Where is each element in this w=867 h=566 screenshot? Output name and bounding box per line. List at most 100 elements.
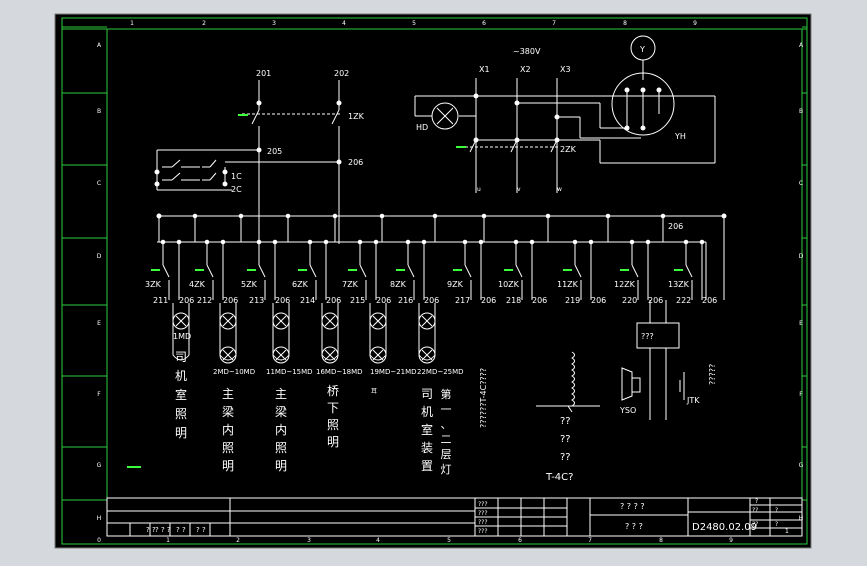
lamp-symbol xyxy=(272,312,290,330)
junction-dot xyxy=(640,87,646,93)
junction-dot xyxy=(529,239,535,245)
caption-char: 明 xyxy=(222,459,234,473)
frame-col-label: 2 xyxy=(202,20,206,27)
branch-number: 222 xyxy=(676,296,691,305)
tb-cell: ??? xyxy=(478,501,488,508)
branch-number: 219 xyxy=(565,296,580,305)
branch-number: 220 xyxy=(622,296,637,305)
caption-char: 明 xyxy=(275,459,287,473)
frame-col-label: 7 xyxy=(588,537,592,544)
caption-char: 灯 xyxy=(441,463,452,476)
branch-number: 206 xyxy=(223,296,238,305)
frame-row-label: A xyxy=(799,42,804,49)
frame-col-label: 0 xyxy=(97,537,101,544)
branch-number: 212 xyxy=(197,296,212,305)
contact-1c: 1C xyxy=(231,172,242,181)
switch-blade xyxy=(464,264,472,278)
t4c-label: T-4C? xyxy=(545,472,573,483)
junction-dot xyxy=(222,169,228,175)
junction-dot xyxy=(473,93,479,99)
tb-cell: ??? xyxy=(478,528,488,535)
branch-number: 206 xyxy=(326,296,341,305)
frame-col-label: 9 xyxy=(729,537,733,544)
junction-dot xyxy=(256,147,262,153)
switch-blade xyxy=(258,264,266,278)
frame-row-label: C xyxy=(799,180,803,187)
frame-row-label: C xyxy=(97,180,101,187)
caption-char: 机 xyxy=(421,405,433,419)
phase-v: v xyxy=(517,186,521,193)
caption-char: 层 xyxy=(441,448,452,461)
caption-char: 装 xyxy=(421,441,433,455)
branch-number: 206 xyxy=(591,296,606,305)
junction-dot xyxy=(605,213,611,219)
caption-char: 明 xyxy=(175,426,187,440)
tb-cell: ? ? ? xyxy=(625,522,643,531)
control-box xyxy=(636,322,680,349)
lamp-symbol xyxy=(219,312,237,330)
q-mark: ?? xyxy=(560,434,571,445)
tb-cell: ? ? ? ? xyxy=(620,502,645,511)
junction-dot xyxy=(192,213,198,219)
junction-dot xyxy=(379,213,385,219)
tb-cell: ??? xyxy=(478,519,488,526)
lamp-label: 2MD~10MD xyxy=(213,368,255,376)
sheet-background xyxy=(54,13,812,549)
switch-label-7zk: 7ZK xyxy=(342,280,359,289)
voltage-label: ~380V xyxy=(513,47,541,56)
lamp-label: 22MD~25MD xyxy=(417,368,464,376)
junction-dot xyxy=(721,213,727,219)
switch-label-3zk: 3ZK xyxy=(145,280,162,289)
terminal-x2: X2 xyxy=(520,65,531,74)
branch-number: 206 xyxy=(424,296,439,305)
caption-char: 司 xyxy=(421,387,433,401)
branch-number: 206 xyxy=(702,296,717,305)
phase-u: u xyxy=(477,186,481,193)
branch-number: 214 xyxy=(300,296,315,305)
frame-row-label: A xyxy=(97,42,102,49)
transformer-yh: YH xyxy=(674,132,686,141)
caption-char: 明 xyxy=(327,435,339,449)
frame-row-label: D xyxy=(97,253,102,260)
caption-char: 桥 xyxy=(327,384,339,398)
drawing-code: D2480.02.09 xyxy=(692,522,757,533)
lamp-symbol xyxy=(219,346,237,364)
branch-number: 211 xyxy=(153,296,168,305)
caption-char: 照 xyxy=(327,418,339,432)
lamp-symbol xyxy=(418,312,436,330)
junction-dot xyxy=(154,181,160,187)
frame-col-label: 3 xyxy=(272,20,276,27)
control-box-label: ??? xyxy=(641,332,654,341)
vertical-label: ????? xyxy=(708,364,717,385)
contact-jtk: JTK xyxy=(686,396,700,405)
junction-dot xyxy=(156,213,162,219)
branch-number: 213 xyxy=(249,296,264,305)
tb-cell: ? ? xyxy=(146,526,156,534)
lamp-label: 11MD~15MD xyxy=(266,368,313,376)
junction-dot xyxy=(554,114,560,120)
junction-dot xyxy=(373,239,379,245)
tb-cell: 1 xyxy=(785,528,789,535)
tb-cell: ?? xyxy=(752,521,758,528)
junction-dot xyxy=(514,100,520,106)
junction-dot xyxy=(640,125,646,131)
frame-col-label: 6 xyxy=(518,537,522,544)
switch-label-6zk: 6ZK xyxy=(292,280,309,289)
switch-blade xyxy=(407,264,415,278)
lamp-symbol xyxy=(369,346,387,364)
lamp-label: 1MD xyxy=(173,332,191,341)
caption-char: 主 xyxy=(275,387,287,401)
frame-row-label: G xyxy=(97,462,102,469)
lamp-hd: HD xyxy=(416,123,428,132)
caption-char: 第 xyxy=(441,387,452,401)
transformer-y: Y xyxy=(639,45,645,54)
jtk-contact xyxy=(679,372,685,400)
switch-blade xyxy=(162,264,170,278)
frame-col-label: 5 xyxy=(412,20,416,27)
frame-row-label: F xyxy=(799,391,803,398)
junction-dot xyxy=(421,239,427,245)
caption-char: 下 xyxy=(327,401,339,415)
coil-base xyxy=(536,405,600,413)
junction-dot xyxy=(624,87,630,93)
